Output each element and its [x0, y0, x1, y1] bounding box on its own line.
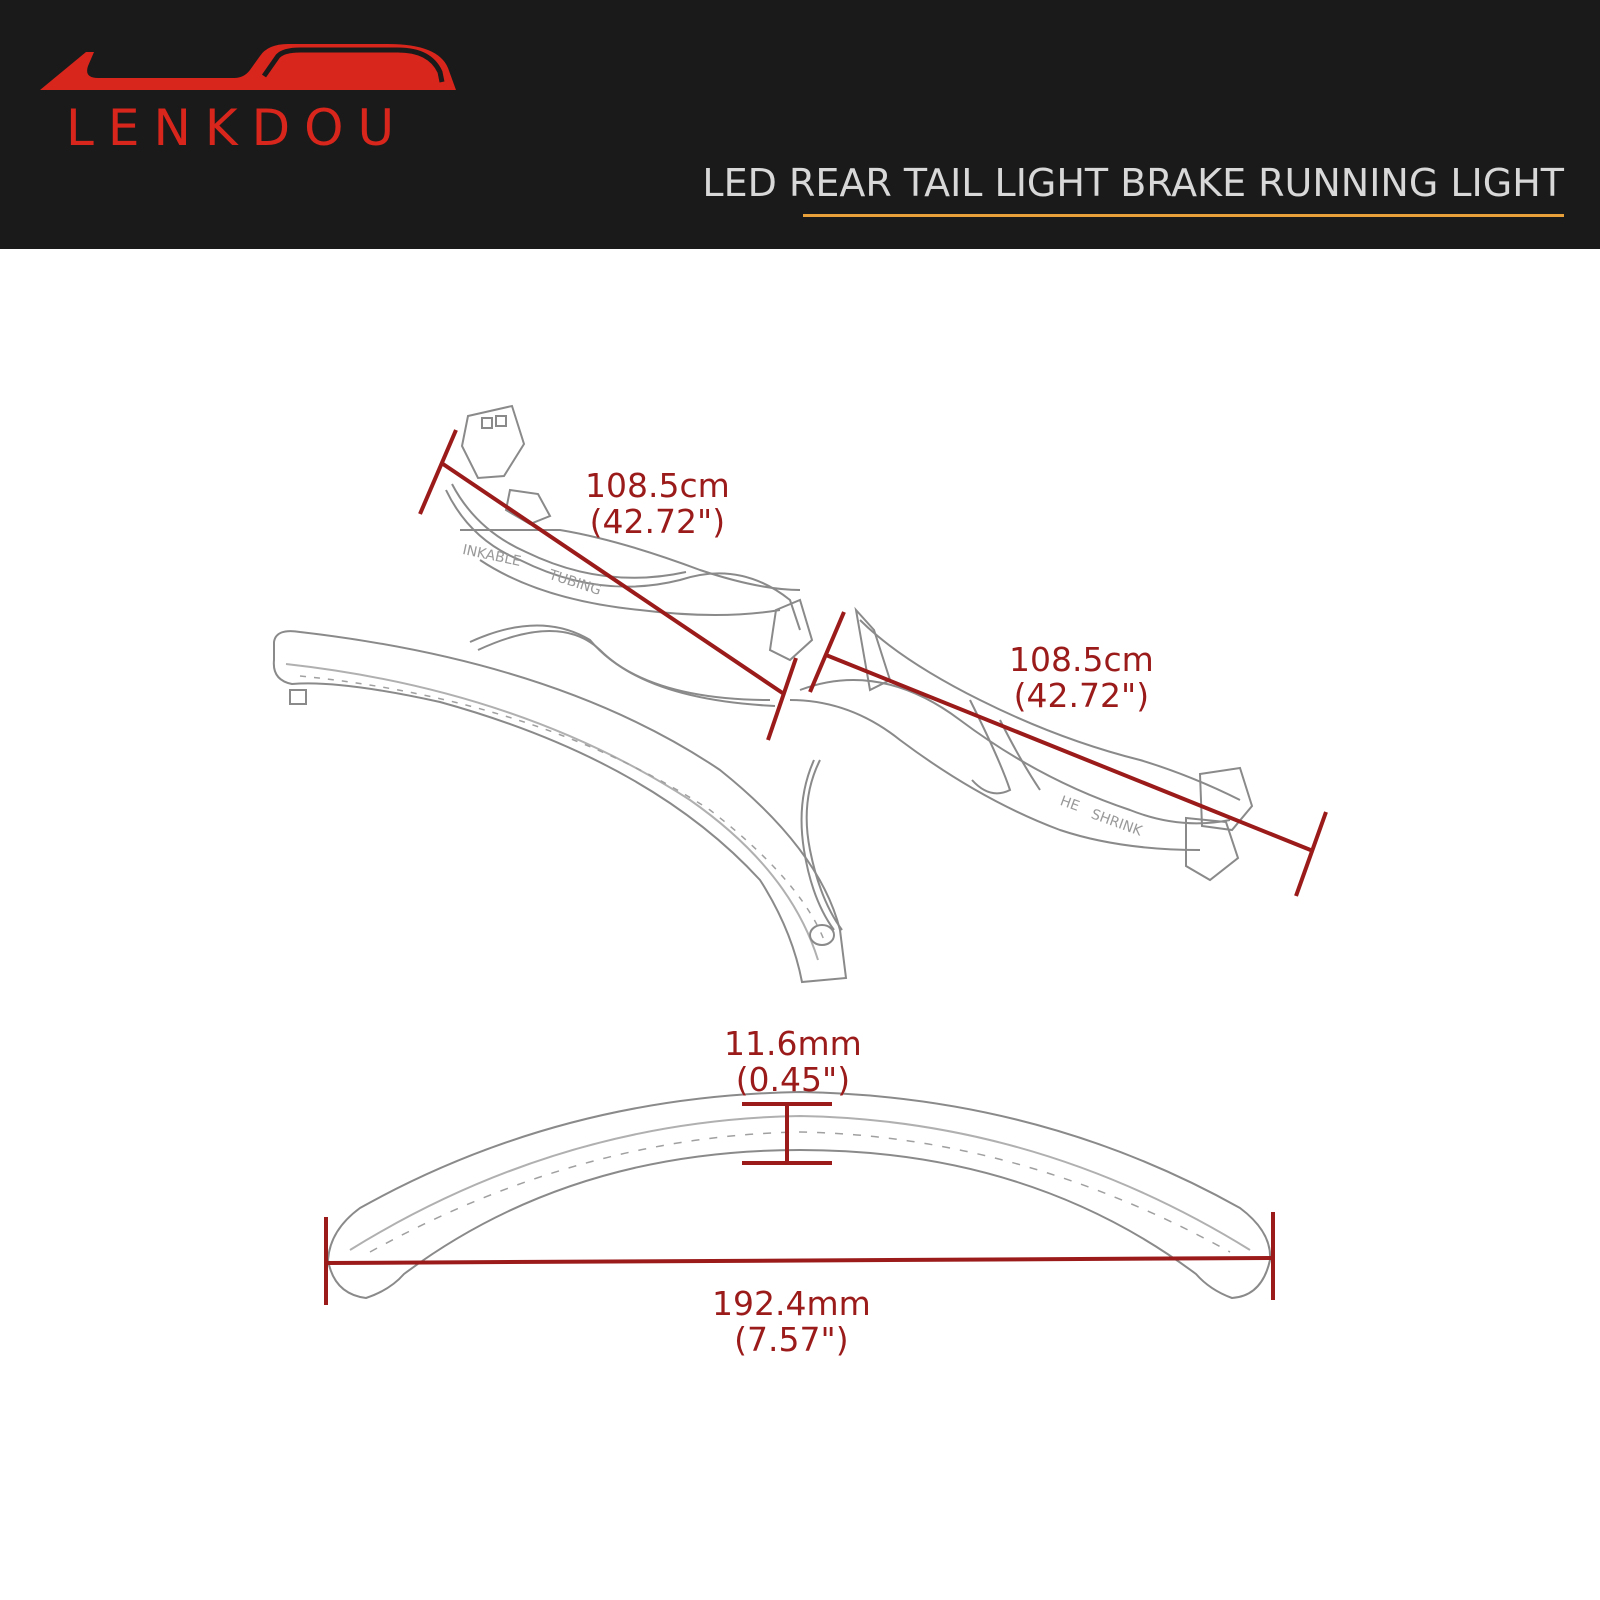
bar-length-metric: 192.4mm — [712, 1284, 871, 1323]
cable-right-dimension-label: 108.5cm (42.72") — [1009, 642, 1154, 714]
lower-led-row — [369, 1131, 1231, 1253]
right-connector — [1185, 766, 1254, 882]
bar-length-dimension-label: 192.4mm (7.57") — [712, 1286, 871, 1358]
lower-light-bar — [326, 1090, 1272, 1300]
product-title: LED REAR TAIL LIGHT BRAKE RUNNING LIGHT — [702, 161, 1564, 205]
upper-led-row — [299, 675, 825, 941]
cable-left-dimension-line — [441, 462, 786, 696]
cable-right-tick-start — [808, 611, 846, 693]
bar-thickness-metric: 11.6mm — [724, 1024, 862, 1063]
cable-left-dimension-label: 108.5cm (42.72") — [585, 468, 730, 540]
cable-left-metric: 108.5cm — [585, 466, 730, 505]
bar-thickness-imperial: (0.45") — [735, 1060, 851, 1099]
cable-right-dimension-line — [825, 653, 1314, 853]
product-diagram — [272, 404, 1328, 1305]
bar-thickness-dimension-label: 11.6mm (0.45") — [724, 1026, 862, 1098]
brand-car-logo-icon — [40, 44, 456, 90]
bar-length-imperial: (7.57") — [734, 1320, 849, 1359]
header-banner: LENKDOU LED REAR TAIL LIGHT BRAKE RUNNIN… — [0, 0, 1600, 249]
dimension-lines — [324, 429, 1328, 1305]
cable-left-tick-end — [766, 657, 798, 741]
bar-length-dimension-line — [325, 1256, 1274, 1265]
cable-left-imperial: (42.72") — [589, 502, 726, 541]
cable-right-tick-end — [1294, 811, 1328, 897]
cable-right-imperial: (42.72") — [1013, 676, 1150, 715]
wire-harness — [445, 483, 1241, 931]
cable-left-tick-start — [418, 429, 458, 515]
title-underline — [803, 214, 1564, 217]
cable-right-metric: 108.5cm — [1009, 640, 1154, 679]
upper-light-bar — [272, 630, 848, 984]
brand-name: LENKDOU — [66, 99, 409, 157]
